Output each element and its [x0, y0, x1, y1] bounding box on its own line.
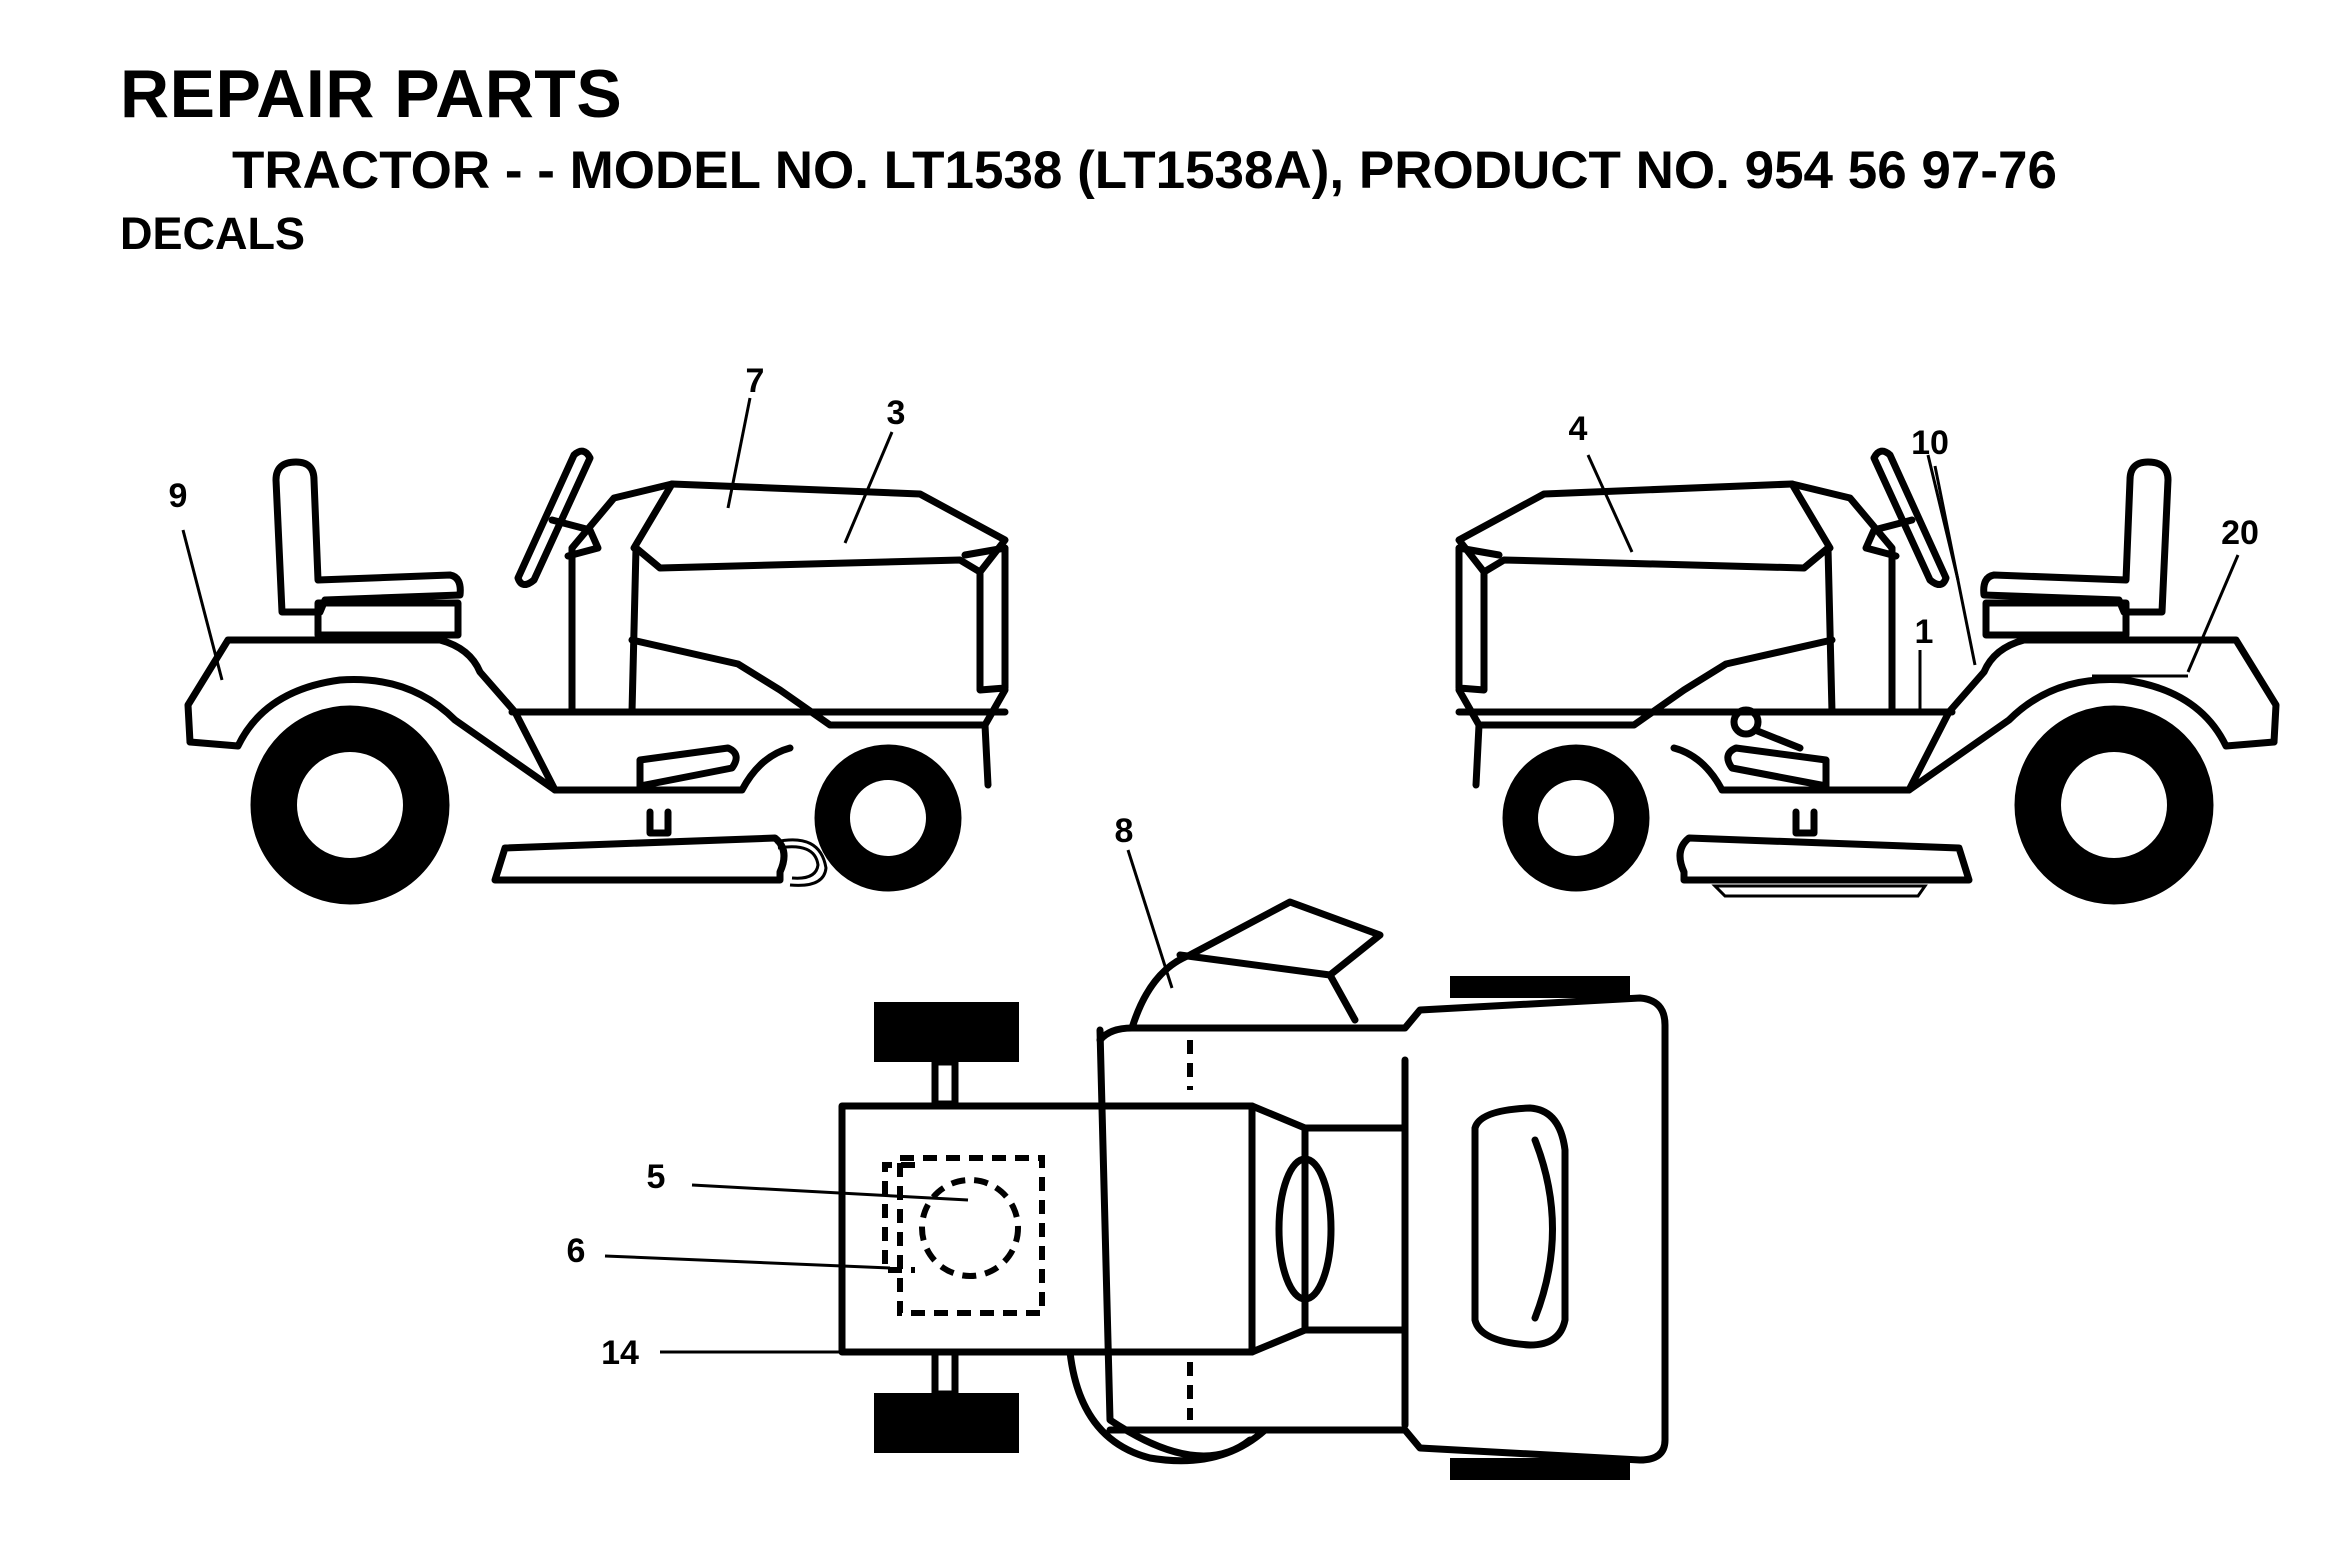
callout-14: 14 — [601, 1334, 639, 1372]
section-label: DECALS — [120, 208, 306, 259]
callout-8: 8 — [1115, 812, 1134, 850]
tractor-left-side-view — [184, 447, 1009, 905]
callout-9: 9 — [169, 477, 188, 515]
callout-1: 1 — [1915, 613, 1934, 651]
callout-6: 6 — [567, 1232, 586, 1270]
callout-5: 5 — [647, 1158, 666, 1196]
page-title: REPAIR PARTS — [120, 56, 623, 132]
callout-20: 20 — [2221, 514, 2259, 552]
front-right-wheel — [874, 1393, 1019, 1453]
tractor-right-side-view — [1455, 447, 2280, 905]
front-left-wheel — [874, 1002, 1019, 1062]
callout-10: 10 — [1911, 424, 1949, 462]
model-subtitle: TRACTOR - - MODEL NO. LT1538 (LT1538A), … — [232, 141, 2057, 200]
tractor-top-view — [838, 898, 1669, 1480]
callout-4: 4 — [1569, 410, 1588, 448]
callout-3: 3 — [887, 394, 906, 432]
callout-7: 7 — [746, 362, 765, 400]
leader-lines — [181, 397, 2240, 1354]
